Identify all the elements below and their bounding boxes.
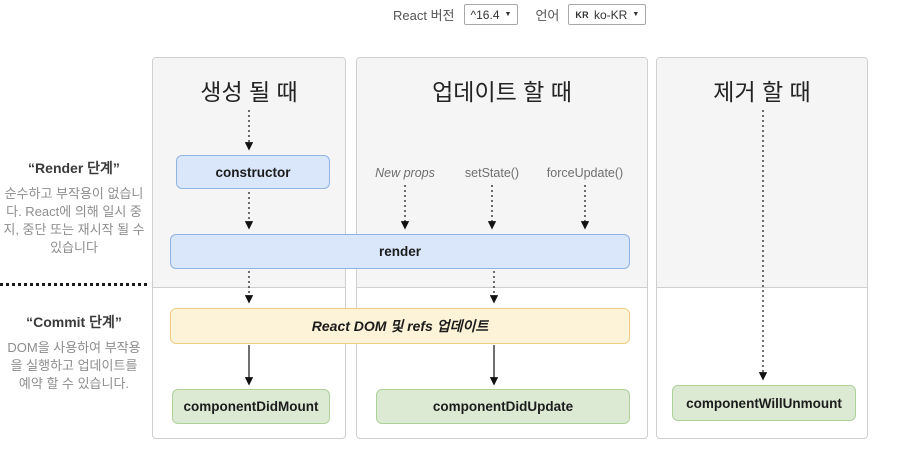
column-header-update: 업데이트 할 때 [432,79,572,105]
render-phase-note: “Render 단계” 순수하고 부작용이 없습니다. React에 의해 일시… [0,158,148,257]
column-header-mount: 생성 될 때 [200,79,298,105]
language-select[interactable]: KR ko-KR ▼ [568,4,647,25]
render-phase-title: “Render 단계” [28,160,120,176]
language-flag-badge: KR [575,9,589,20]
dropdown-caret-icon: ▼ [504,11,512,18]
commit-phase-description: DOM을 사용하여 부작용을 실행하고 업데이트를 예약 할 수 있습니다. [7,340,141,391]
dropdown-caret-icon: ▼ [632,11,640,18]
language-label: 언어 [535,8,560,23]
setstate-link[interactable]: setState() [464,166,520,180]
react-version-label: React 버전 [393,8,455,23]
render-phase-background [657,58,867,288]
commit-phase-title: “Commit 단계” [26,314,122,330]
column-unmount: 제거 할 때 [656,57,868,439]
column-header-unmount: 제거 할 때 [713,79,811,105]
phase-divider [0,283,147,286]
component-will-unmount-box[interactable]: componentWillUnmount [672,385,856,421]
constructor-box[interactable]: constructor [176,155,330,189]
render-box[interactable]: render [170,234,630,269]
forceupdate-link[interactable]: forceUpdate() [546,166,624,180]
react-version-select[interactable]: ^16.4 ▼ [463,4,519,25]
new-props-label: New props [375,166,435,180]
language-value: ko-KR [593,7,628,22]
component-did-mount-box[interactable]: componentDidMount [172,389,330,424]
react-dom-update-box: React DOM 및 refs 업데이트 [170,308,630,344]
render-phase-description: 순수하고 부작용이 없습니다. React에 의해 일시 중지, 중단 또는 재… [3,186,145,255]
commit-phase-note: “Commit 단계” DOM을 사용하여 부작용을 실행하고 업데이트를 예약… [0,312,148,393]
toolbar: React 버전 ^16.4 ▼ 언어 KR ko-KR ▼ [393,4,647,25]
react-version-value: ^16.4 [470,7,500,22]
component-did-update-box[interactable]: componentDidUpdate [376,389,630,424]
